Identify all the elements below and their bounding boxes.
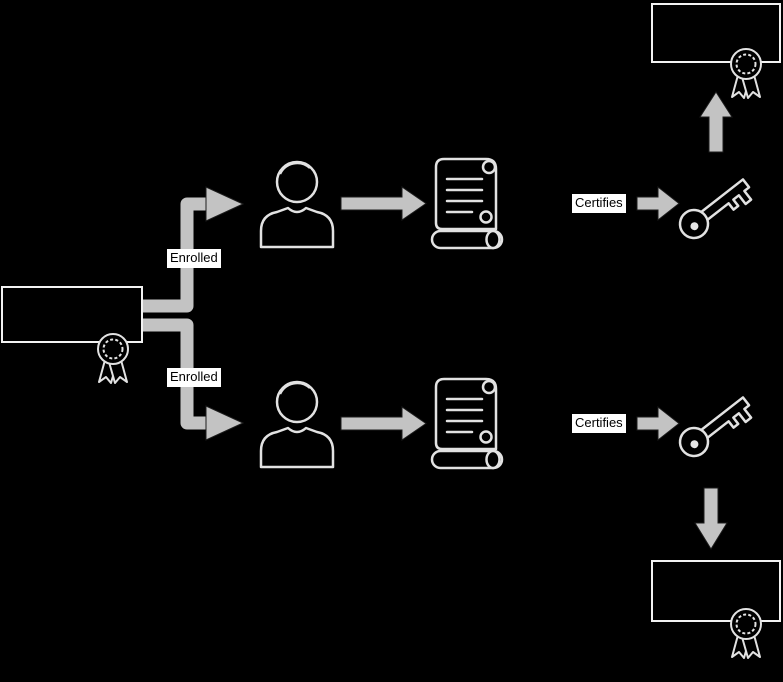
- certificate-icon-top: [430, 157, 504, 250]
- seal-icon-bottom-right-box: [730, 608, 762, 659]
- key-icon-bottom: [673, 389, 758, 465]
- certifies-label-bottom: Certifies: [572, 414, 626, 433]
- enrolled-label-top: Enrolled: [167, 249, 221, 268]
- certificate-icon-bottom: [430, 377, 504, 470]
- top-right-box: [651, 3, 781, 63]
- arrow-key-to-top-box: [699, 91, 733, 153]
- enrolled-label-bottom: Enrolled: [167, 368, 221, 387]
- enrolled-arrowhead-bottom: [205, 405, 245, 441]
- seal-icon-left-box: [97, 333, 129, 384]
- enrolled-arrowhead-top: [205, 186, 245, 222]
- key-icon-top: [673, 171, 758, 247]
- arrow-person-to-certificate-bottom: [340, 406, 427, 441]
- certifies-label-top: Certifies: [572, 194, 626, 213]
- person-icon-bottom: [259, 380, 335, 469]
- person-icon-top: [259, 160, 335, 249]
- bottom-right-box: [651, 560, 781, 622]
- arrow-person-to-certificate-top: [340, 186, 427, 221]
- left-box: [1, 286, 143, 343]
- certifies-arrow-bottom: [636, 405, 680, 442]
- seal-icon-top-right-box: [730, 48, 762, 99]
- arrow-key-to-bottom-box: [694, 487, 728, 550]
- certifies-arrow-top: [636, 185, 680, 222]
